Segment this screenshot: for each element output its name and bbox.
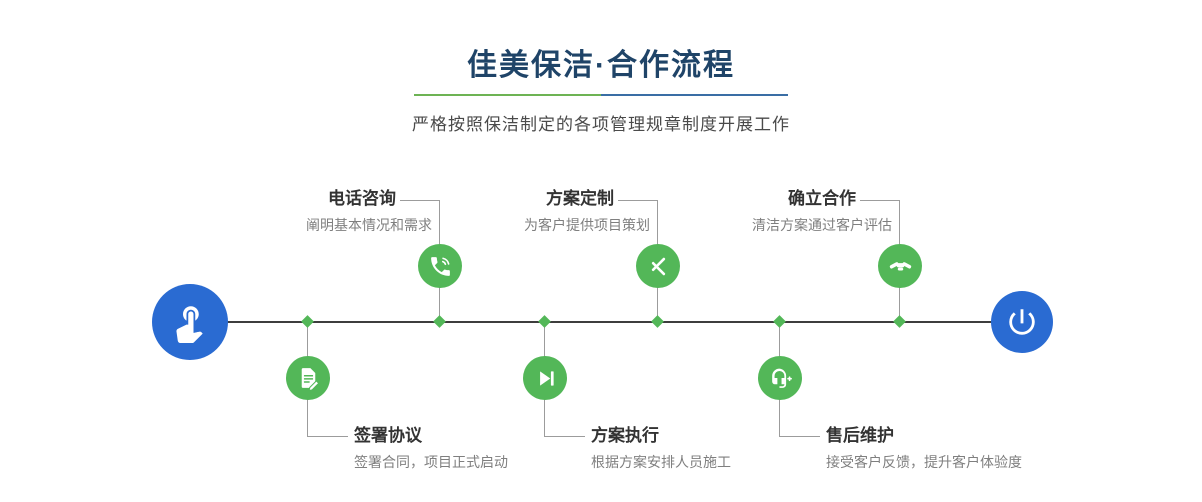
connector-hline (618, 200, 658, 201)
phone-icon (430, 256, 450, 276)
end-node (991, 291, 1053, 353)
step-label: 确立合作 (788, 189, 856, 208)
step-desc: 清洁方案通过客户评估 (752, 217, 892, 233)
timeline-diamond (433, 315, 446, 328)
step-icon-circle (636, 244, 680, 288)
power-icon (1009, 309, 1035, 335)
step-icon-circle (758, 356, 802, 400)
start-node (152, 284, 228, 360)
step-icon-circle (418, 244, 462, 288)
step-desc: 阐明基本情况和需求 (306, 217, 432, 233)
step-desc: 接受客户反馈，提升客户体验度 (826, 454, 1022, 470)
contract-icon (301, 367, 319, 391)
title-divider (414, 94, 788, 96)
timeline-diamond (773, 315, 786, 328)
step-desc: 签署合同，项目正式启动 (354, 454, 508, 470)
page-subtitle: 严格按照保洁制定的各项管理规章制度开展工作 (412, 115, 790, 134)
execute-icon (539, 370, 554, 386)
timeline-diamond (301, 315, 314, 328)
pointing-hand-icon (176, 306, 203, 343)
headset-icon (771, 368, 792, 388)
step-desc: 为客户提供项目策划 (524, 217, 650, 233)
step-label: 签署协议 (354, 426, 422, 445)
connector-hline (545, 436, 585, 437)
timeline-diamond (651, 315, 664, 328)
design-icon (651, 257, 665, 275)
step-label: 方案定制 (546, 189, 614, 208)
divider-green-segment (414, 94, 601, 96)
connector-hline (780, 436, 820, 437)
connector-hline (860, 200, 900, 201)
step-label: 电话咨询 (328, 189, 396, 208)
step-icon-circle (878, 244, 922, 288)
step-icon-circle (286, 356, 330, 400)
step-label: 方案执行 (591, 426, 659, 445)
step-icon-circle (523, 356, 567, 400)
connector-hline (308, 436, 348, 437)
divider-blue-segment (601, 94, 788, 96)
timeline-diamond (893, 315, 906, 328)
timeline-diamond (538, 315, 551, 328)
connector-hline (400, 200, 440, 201)
page-title: 佳美保洁·合作流程 (467, 49, 735, 82)
handshake-icon (889, 261, 911, 270)
step-label: 售后维护 (826, 426, 894, 445)
step-desc: 根据方案安排人员施工 (591, 454, 731, 470)
timeline (190, 321, 1022, 323)
